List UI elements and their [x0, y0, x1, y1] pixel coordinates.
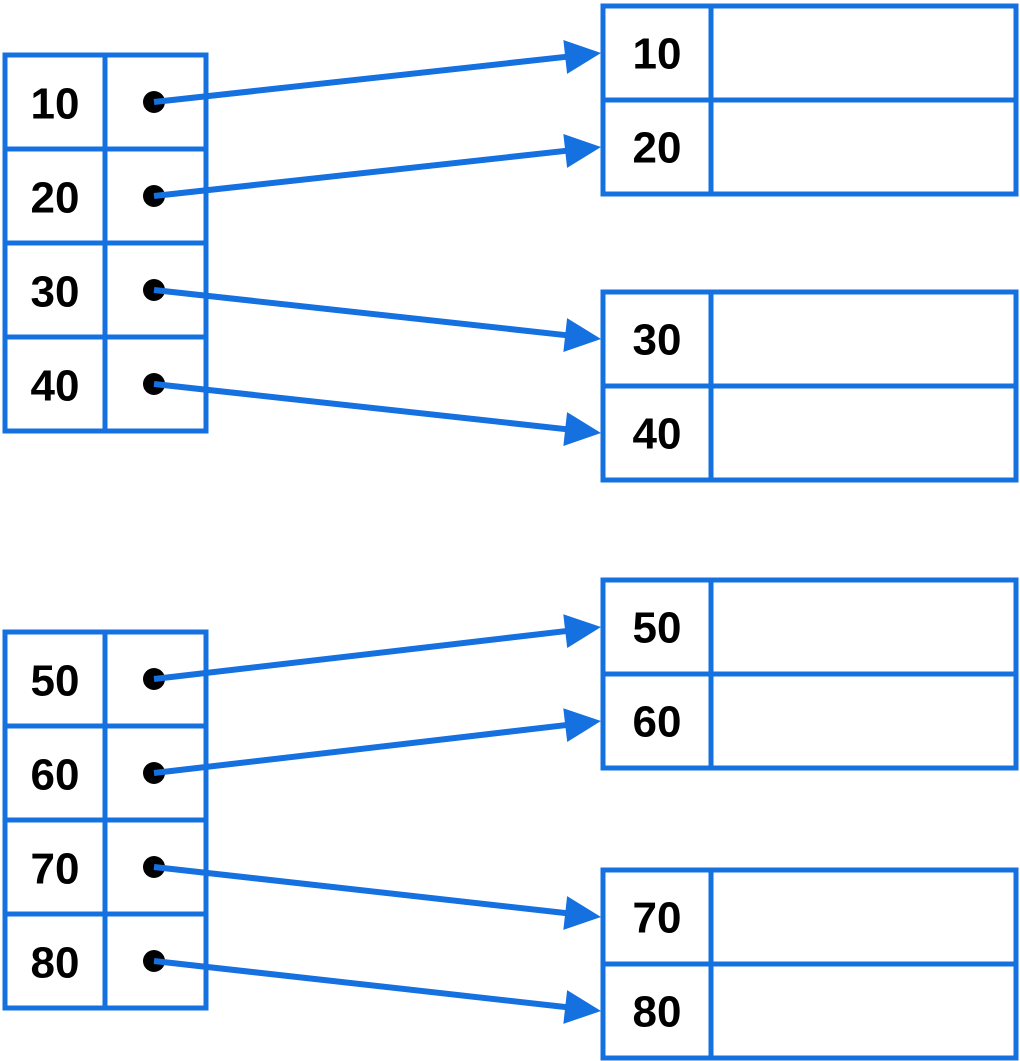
index-table: 10 20 30 40 [2, 52, 209, 434]
index-pointer-cell [102, 334, 209, 434]
arrow-head [563, 134, 601, 168]
arrow-head [563, 708, 601, 743]
pointer-arrow [153, 958, 601, 1024]
arrow-shaft [153, 721, 568, 776]
data-record: 50 [600, 577, 1019, 677]
index-key-label: 70 [31, 845, 80, 894]
pointer-arrow [153, 40, 601, 105]
arrow-shaft [153, 958, 568, 1011]
index-key-label: 30 [31, 268, 80, 317]
arrow-head [563, 412, 601, 446]
arrow-shaft [153, 381, 568, 433]
index-entry: 30 [2, 240, 209, 340]
record-data-cell [708, 383, 1019, 483]
index-entry: 80 [2, 911, 209, 1011]
data-record: 80 [600, 961, 1019, 1061]
arrow-head [563, 990, 601, 1024]
arrow-head [563, 40, 601, 74]
record-data-cell [708, 289, 1019, 389]
data-record: 60 [600, 671, 1019, 771]
index-pointer-cell [102, 911, 209, 1011]
index-key-label: 10 [31, 80, 80, 129]
record-key-label: 70 [633, 894, 682, 943]
record-data-cell [708, 867, 1019, 967]
pointer-arrow [153, 614, 601, 682]
index-key-label: 60 [31, 751, 80, 800]
pointer-arrow [153, 381, 601, 446]
record-key-label: 20 [633, 124, 682, 173]
record-data-cell [708, 97, 1019, 197]
record-key-label: 60 [633, 698, 682, 747]
arrow-shaft [153, 147, 568, 199]
arrow-head [563, 896, 601, 930]
data-record: 10 [600, 3, 1019, 103]
record-data-cell [708, 961, 1019, 1061]
index-key-label: 50 [31, 657, 80, 706]
arrow-shaft [153, 627, 568, 682]
arrow-shaft [153, 864, 568, 917]
data-record: 20 [600, 97, 1019, 197]
pointer-arrow [153, 134, 601, 199]
pointer-arrow [153, 864, 601, 930]
index-table: 50 60 70 80 [2, 629, 209, 1011]
data-record: 30 [600, 289, 1019, 389]
index-key-label: 40 [31, 362, 80, 411]
data-block: 10 20 [600, 3, 1019, 197]
record-key-label: 40 [633, 410, 682, 459]
pointer-arrows [153, 40, 601, 1024]
index-tables: 10 20 30 40 50 60 70 80 [2, 52, 209, 1011]
data-record: 40 [600, 383, 1019, 483]
index-entry: 40 [2, 334, 209, 434]
data-block: 50 60 [600, 577, 1019, 771]
record-key-label: 10 [633, 30, 682, 79]
pointer-arrow [153, 708, 601, 776]
record-data-cell [708, 577, 1019, 677]
data-block: 30 40 [600, 289, 1019, 483]
arrow-head [563, 318, 601, 352]
data-blocks: 10 20 30 40 50 60 70 80 [600, 3, 1019, 1061]
record-data-cell [708, 3, 1019, 103]
arrow-shaft [153, 287, 568, 339]
record-key-label: 80 [633, 988, 682, 1037]
pointer-arrow [153, 287, 601, 352]
record-key-label: 30 [633, 316, 682, 365]
arrow-shaft [153, 53, 568, 105]
index-key-label: 20 [31, 174, 80, 223]
data-record: 70 [600, 867, 1019, 967]
arrow-head [563, 614, 601, 649]
record-data-cell [708, 671, 1019, 771]
record-key-label: 50 [633, 604, 682, 653]
data-block: 70 80 [600, 867, 1019, 1061]
index-key-label: 80 [31, 939, 80, 988]
